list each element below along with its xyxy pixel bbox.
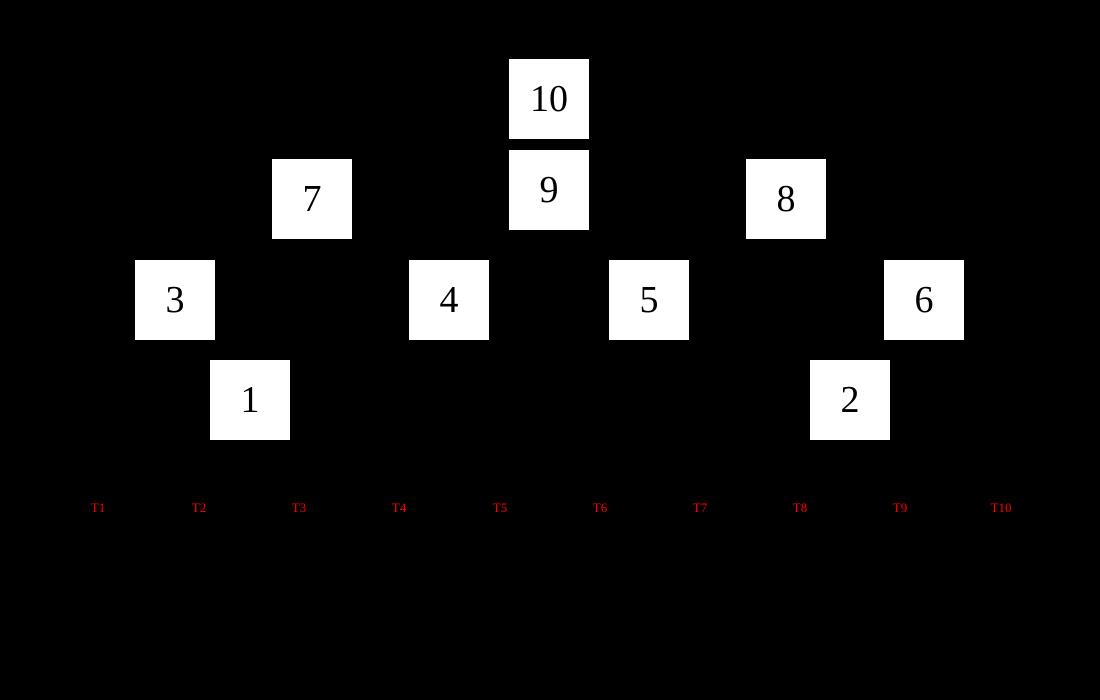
x-axis-tick-label: T6	[592, 500, 608, 515]
x-axis-tick-label: T3	[291, 500, 307, 515]
x-axis-tick-label: T2	[191, 500, 207, 515]
node-box[interactable]: 8	[746, 159, 826, 239]
node-box[interactable]: 10	[509, 59, 589, 139]
x-axis-tick-label: T8	[792, 500, 808, 515]
node-box[interactable]: 9	[509, 150, 589, 230]
node-box[interactable]: 3	[135, 260, 215, 340]
x-axis-tick-label: T7	[692, 500, 708, 515]
node-box[interactable]: 4	[409, 260, 489, 340]
node-box[interactable]: 2	[810, 360, 890, 440]
x-axis-tick-label: T9	[892, 500, 908, 515]
node-box[interactable]: 6	[884, 260, 964, 340]
node-box[interactable]: 5	[609, 260, 689, 340]
x-axis-tick-label: T5	[492, 500, 508, 515]
x-axis-tick-label: T4	[391, 500, 407, 515]
node-box[interactable]: 1	[210, 360, 290, 440]
x-axis-tick-label: T10	[990, 500, 1012, 515]
node-box[interactable]: 7	[272, 159, 352, 239]
x-axis-tick-label: T1	[90, 500, 106, 515]
